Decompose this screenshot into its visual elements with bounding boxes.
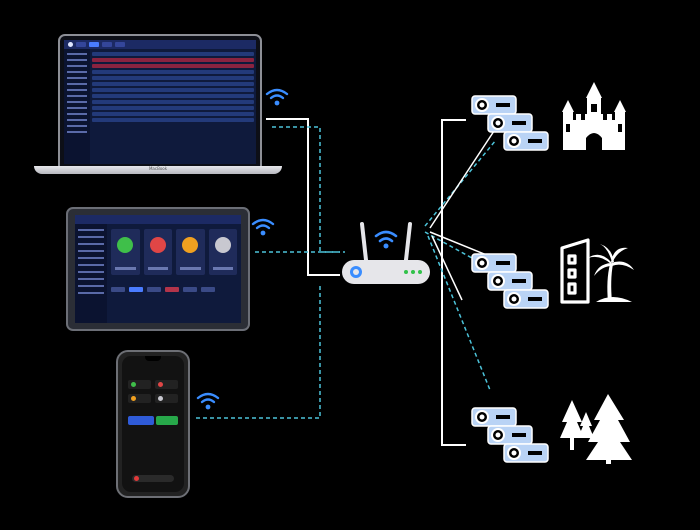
projector-stack <box>471 95 549 151</box>
tablet <box>66 207 250 331</box>
router <box>336 220 436 290</box>
tablet-app-sidebar <box>75 224 107 323</box>
projector-stack <box>471 407 549 463</box>
tablet-control-app <box>75 215 241 323</box>
laptop-brand-label: MacBook <box>148 166 168 171</box>
laptop-control-app <box>64 40 256 164</box>
phone-bottom-bar <box>132 475 174 482</box>
laptop-app-topbar <box>64 40 256 49</box>
wifi-icon <box>250 216 276 238</box>
laptop-base <box>34 166 282 174</box>
projector-stack <box>471 253 549 309</box>
laptop-app-table <box>92 52 254 162</box>
resort-building-palm-icon <box>560 238 634 304</box>
laptop-app-sidebar <box>64 49 90 164</box>
phone-green-button <box>156 416 178 425</box>
phone <box>116 350 190 498</box>
castle-icon <box>562 82 626 150</box>
phone-notch <box>145 356 161 361</box>
trees-icon <box>560 394 632 464</box>
phone-control-app <box>122 356 184 492</box>
router-icon <box>342 222 430 284</box>
laptop-screen <box>58 34 262 170</box>
phone-blue-button <box>128 416 154 425</box>
tablet-power-cards <box>111 229 237 275</box>
wifi-icon <box>195 390 221 412</box>
wifi-icon <box>264 86 290 108</box>
tablet-app-topbar <box>75 215 241 224</box>
tablet-button-row <box>111 287 237 292</box>
